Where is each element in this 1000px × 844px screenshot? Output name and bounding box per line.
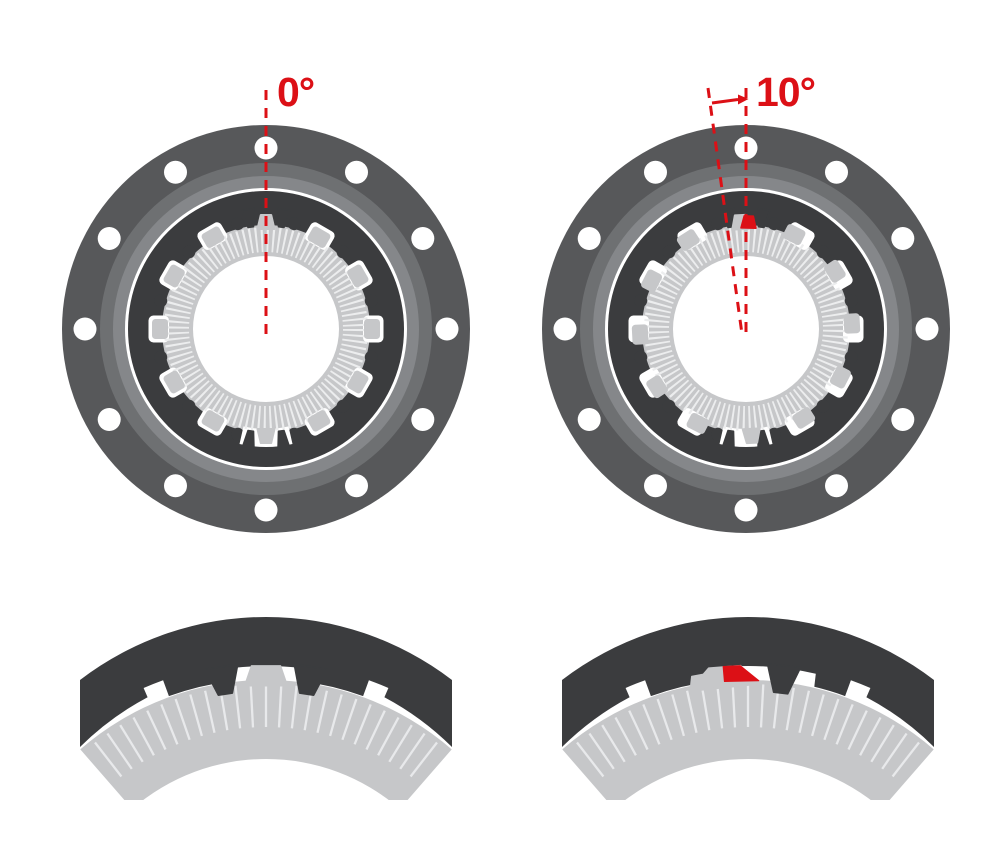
- zero-degree-label: 0°: [277, 69, 315, 115]
- bolt-hole: [345, 160, 368, 184]
- housing-tooth: [766, 662, 802, 695]
- housing-spline-bump: [816, 399, 830, 413]
- housing-tooth: [241, 429, 255, 451]
- tone-ring-fine-teeth: [94, 684, 438, 778]
- tone-ring-group: [631, 213, 861, 445]
- spline-section-aligned: [80, 616, 452, 800]
- interference-highlight: [722, 665, 760, 682]
- bolt-hole: [97, 227, 121, 250]
- tone-ring-lobe: [824, 259, 846, 283]
- bolt-hole: [825, 160, 848, 184]
- tone-ring-lobe: [792, 407, 816, 429]
- bolt-hole: [435, 317, 459, 341]
- housing-tooth: [277, 207, 291, 229]
- bolt-hole: [644, 160, 667, 184]
- bolt-hole: [644, 474, 667, 498]
- housing-spline-bump: [844, 294, 858, 308]
- housing-spline-bump: [287, 217, 301, 231]
- tone-ring-lobe: [152, 319, 168, 339]
- tone-ring-lobe: [201, 226, 225, 248]
- bolt-hole: [891, 408, 915, 431]
- index-tooth: [741, 427, 761, 445]
- bolt-hole: [345, 474, 368, 498]
- tone-ring-lobe: [641, 269, 663, 293]
- tone-ring-lobe: [307, 226, 331, 248]
- housing-spline-bump: [154, 294, 168, 308]
- interference-highlight: [740, 215, 757, 229]
- tone-ring-lobe: [201, 410, 225, 432]
- housing-spline-bump: [364, 294, 378, 308]
- housing-tooth: [203, 663, 239, 696]
- bolt-hole: [164, 160, 187, 184]
- housing-spline-bump: [182, 245, 196, 259]
- housing-spline-bump: [634, 294, 648, 308]
- housing-section-band: [562, 616, 934, 747]
- bolt-hole: [734, 498, 758, 522]
- housing-spline-bump: [182, 399, 196, 413]
- tone-ring-fine-teeth: [644, 227, 848, 431]
- housing-spline-bump: [336, 399, 350, 413]
- hub-front-view-rotated: [542, 87, 950, 533]
- tone-ring-lobe: [163, 370, 185, 394]
- housing-tooth: [757, 207, 771, 229]
- tone-ring-lobe: [686, 412, 710, 434]
- angle-arrow-icon: [738, 94, 749, 105]
- spline-section-rotated: [562, 616, 934, 800]
- tone-ring-lobe: [347, 370, 369, 394]
- bolt-hole: [553, 317, 577, 341]
- housing-spline-bump: [767, 217, 781, 231]
- housing-spline-bump: [662, 399, 676, 413]
- housing-tooth: [241, 207, 255, 229]
- housing-tooth: [277, 429, 291, 451]
- housing-spline-bump: [364, 350, 378, 364]
- tone-ring-lobe: [347, 264, 369, 288]
- tone-ring-fine-teeth: [576, 684, 920, 778]
- tone-ring-lobe: [829, 365, 851, 389]
- bolt-hole: [825, 474, 848, 498]
- bolt-hole: [891, 227, 915, 250]
- bolt-hole: [915, 317, 939, 341]
- tone-ring-lobe: [676, 229, 700, 251]
- angle-arrow-shaft: [711, 98, 739, 105]
- tone-ring-fine-teeth: [164, 227, 368, 431]
- tone-ring-lobe: [646, 375, 668, 399]
- bolt-hole: [73, 317, 97, 341]
- housing-section-band: [80, 616, 452, 747]
- tone-ring-group: [152, 214, 380, 444]
- housing-spline-bump: [336, 245, 350, 259]
- bolt-hole: [97, 408, 121, 431]
- hub-front-view-aligned: [62, 90, 470, 533]
- housing-tooth: [721, 429, 735, 451]
- tone-ring-lobe: [307, 410, 331, 432]
- housing-spline-bump: [662, 245, 676, 259]
- ten-degree-label: 10°: [756, 69, 816, 115]
- bolt-hole: [254, 498, 278, 522]
- tone-ring-lobe: [843, 313, 861, 334]
- tone-ring-lobe: [364, 319, 380, 339]
- tone-ring-lobe: [631, 324, 649, 345]
- housing-tooth: [293, 663, 329, 696]
- housing-spline-bump: [154, 350, 168, 364]
- rotated-axis-line: [706, 87, 744, 335]
- housing-spline-bump: [844, 350, 858, 364]
- tone-ring-section-band: [562, 680, 934, 800]
- bolt-hole: [411, 408, 435, 431]
- housing-spline-bump: [711, 217, 725, 231]
- index-tooth: [243, 665, 289, 687]
- housing-spline-bump: [816, 245, 830, 259]
- index-tooth: [256, 428, 276, 444]
- housing-spline-bump: [231, 217, 245, 231]
- tone-ring-lobe: [163, 264, 185, 288]
- tone-ring-lobe: [782, 224, 806, 246]
- housing-spline-bump: [634, 350, 648, 364]
- bolt-hole: [411, 227, 435, 250]
- bolt-hole: [577, 227, 601, 250]
- bolt-hole: [164, 474, 187, 498]
- bolt-hole: [577, 408, 601, 431]
- tone-ring-section-band: [80, 680, 452, 800]
